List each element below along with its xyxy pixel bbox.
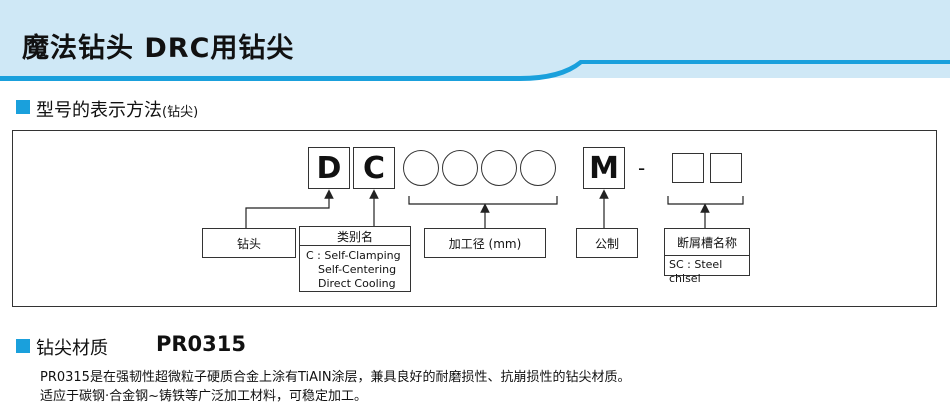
code-digit-circle [481, 150, 517, 186]
code-digit-circle [520, 150, 556, 186]
chip-breaker-item: SC : Steel chisel [669, 258, 723, 285]
code-empty-box [672, 153, 704, 183]
section-heading-text: 型号的表示方法 [36, 100, 162, 121]
section-heading-material: 钻尖材质 [36, 338, 108, 359]
category-list: C : Self-Clamping Self-Centering Direct … [299, 246, 411, 292]
category-item: C : Self-Clamping [306, 249, 401, 262]
material-grade: PR0315 [156, 332, 247, 356]
code-digit-circle [403, 150, 439, 186]
label-category: 类别名 [299, 226, 411, 246]
label-drill-tip: 钻头 [202, 228, 296, 258]
label-metric: 公制 [576, 228, 638, 258]
category-item: Self-Centering [318, 263, 397, 276]
chip-breaker-list: SC : Steel chisel [664, 256, 750, 285]
label-diameter: 加工径 (mm) [424, 228, 546, 258]
code-letter-m: M [583, 147, 625, 189]
model-code-diagram [12, 130, 937, 307]
section-heading-suffix: (钻尖) [162, 105, 199, 120]
section-heading-notation: 型号的表示方法(钻尖) [36, 96, 198, 122]
title-banner [0, 0, 950, 81]
page-title: 魔法钻头 DRC用钻尖 [22, 33, 295, 64]
code-letter-c: C [353, 147, 395, 189]
code-dash: - [638, 156, 646, 180]
section-marker-icon [16, 339, 30, 353]
material-description-line: PR0315是在强韧性超微粒子硬质合金上涂有TiAIN涂层，兼具良好的耐磨损性、… [40, 370, 631, 385]
section-marker-icon [16, 100, 30, 114]
material-description-line: 适应于碳钢·合金钢~铸铁等广泛加工材料，可稳定加工。 [40, 389, 368, 404]
label-chip-breaker: 断屑槽名称 [664, 228, 750, 256]
code-empty-box [710, 153, 742, 183]
category-item: Direct Cooling [318, 277, 396, 290]
code-digit-circle [442, 150, 478, 186]
code-letter-d: D [308, 147, 350, 189]
